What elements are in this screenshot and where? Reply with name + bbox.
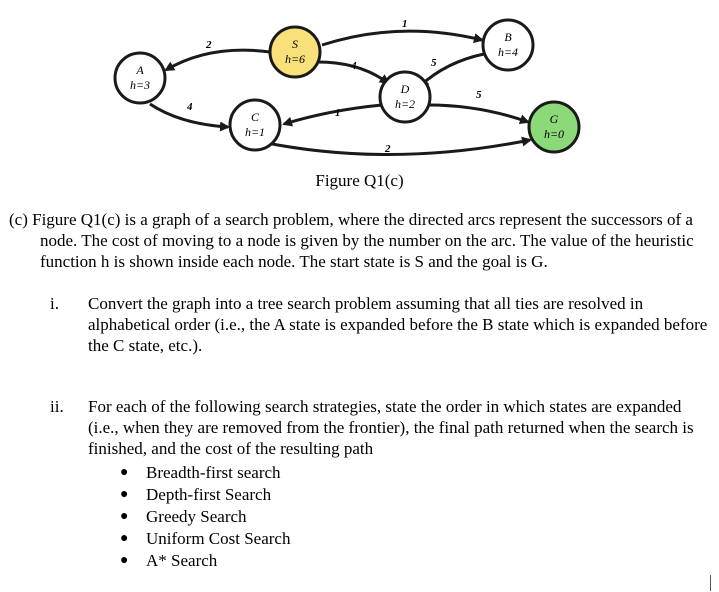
node-S-heuristic: h=6	[285, 52, 305, 66]
edge-A-C	[149, 102, 230, 132]
edge-label-D-C: 1	[335, 107, 341, 119]
part-c-text: (c) Figure Q1(c) is a graph of a search …	[9, 210, 694, 271]
list-item: ● Breadth-first search	[120, 461, 710, 483]
strategy-label: A* Search	[146, 550, 218, 570]
edge-S-A	[164, 48, 271, 72]
node-C	[228, 98, 282, 152]
node-D-heuristic: h=2	[395, 97, 415, 111]
node-A-heuristic: h=3	[130, 78, 150, 92]
edge-S-B	[321, 29, 484, 47]
strategy-list: ● Breadth-first search ● Depth-first Searc…	[88, 461, 710, 571]
item-ii-body: For each of the following search strateg…	[88, 396, 710, 571]
strategy-label: Breadth-first search	[146, 462, 281, 482]
question-part-c: (c) Figure Q1(c) is a graph of a search …	[9, 209, 709, 272]
item-ii-text: For each of the following search strateg…	[88, 397, 694, 458]
bullet-icon: ●	[120, 464, 129, 480]
item-i-number: i.	[50, 294, 59, 313]
node-B	[481, 18, 535, 72]
bullet-icon: ●	[120, 552, 129, 568]
edge-S-D	[317, 60, 390, 85]
node-G-heuristic: h=0	[544, 127, 564, 141]
node-B-heuristic: h=4	[498, 45, 518, 59]
node-C-heuristic: h=1	[245, 125, 265, 139]
edge-B-D	[418, 52, 485, 88]
edge-label-A-C: 4	[186, 101, 193, 113]
strategy-label: Depth-first Search	[146, 484, 272, 504]
node-D	[378, 70, 432, 124]
strategy-label: Uniform Cost Search	[146, 528, 291, 548]
node-G	[527, 100, 581, 154]
list-item: ● Depth-first Search	[120, 483, 710, 505]
node-A-name: A	[135, 63, 144, 77]
edge-C-G	[261, 136, 532, 157]
item-ii-number: ii.	[50, 397, 64, 416]
figure-caption: Figure Q1(c)	[315, 171, 404, 190]
node-D-name: D	[400, 82, 410, 96]
bullet-icon: ●	[120, 508, 129, 524]
node-G-name: G	[550, 112, 559, 126]
list-item: ● A* Search	[120, 549, 710, 571]
node-S-name: S	[292, 37, 298, 51]
node-A	[113, 51, 167, 105]
node-B-name: B	[504, 30, 512, 44]
edge-label-S-B: 1	[402, 18, 408, 30]
node-C-name: C	[251, 110, 260, 124]
item-i-text: Convert the graph into a tree search pro…	[88, 294, 708, 355]
edge-label-C-G: 2	[384, 143, 391, 155]
edge-D-G	[427, 103, 530, 125]
question-item-i: i. Convert the graph into a tree search …	[50, 293, 710, 356]
bullet-icon: ●	[120, 530, 129, 546]
strategy-label: Greedy Search	[146, 506, 247, 526]
node-S	[268, 25, 322, 79]
list-item: ● Uniform Cost Search	[120, 527, 710, 549]
list-item: ● Greedy Search	[120, 505, 710, 527]
edge-label-B-D: 5	[431, 57, 437, 69]
edge-label-D-G: 5	[476, 89, 482, 101]
search-graph-figure: 2 1 4 5 4 1 2 5 S h=6 A h=3 B h=4 C h=1 …	[113, 18, 581, 157]
bullet-icon: ●	[120, 486, 129, 502]
edge-D-C	[282, 103, 383, 127]
edge-label-S-D: 4	[350, 60, 357, 72]
edge-label-S-A: 2	[205, 39, 212, 51]
text-cursor	[710, 575, 711, 591]
question-item-ii: ii. For each of the following search str…	[50, 396, 710, 571]
